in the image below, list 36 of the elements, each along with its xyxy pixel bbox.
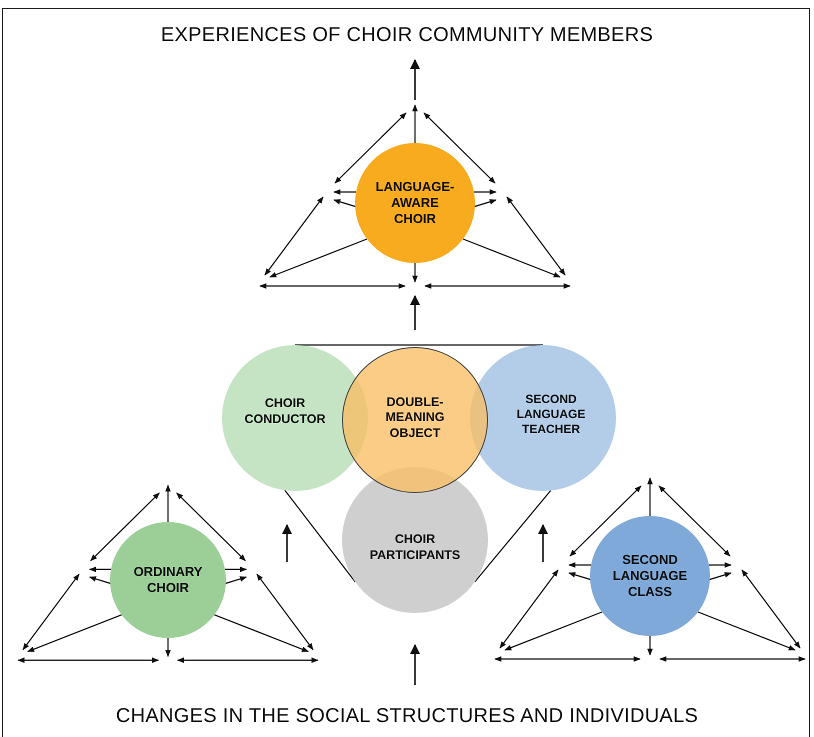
arrow (27, 614, 122, 652)
arrow (412, 263, 418, 283)
arrow (269, 238, 368, 278)
arrow (647, 636, 653, 656)
node-label: ORDINARY CHOIR (132, 564, 204, 596)
arrow (214, 614, 309, 652)
arrow (504, 611, 602, 651)
arrow (333, 199, 358, 208)
arrow (708, 572, 732, 581)
arrow (165, 638, 171, 658)
node-label: SECOND LANGUAGE CLASS (612, 552, 688, 600)
title: EXPERIENCES OF CHOIR COMMUNITY MEMBERS (160, 24, 654, 47)
arrow (647, 477, 653, 516)
arrow (412, 104, 418, 143)
arrow (474, 189, 497, 195)
connector-line (295, 344, 543, 346)
arrow (472, 199, 497, 208)
arrow (89, 566, 111, 572)
arrow (462, 238, 561, 278)
arrow (224, 576, 247, 584)
arrow (89, 576, 112, 584)
arrow (333, 189, 356, 195)
bottom-label: CHANGES IN THE SOCIAL STRUCTURES AND INDIVIDUALS (114, 705, 700, 728)
arrow (709, 562, 732, 568)
node-label: CHOIR PARTICIPANTS (368, 532, 462, 564)
node-label: DOUBLE- MEANING OBJECT (384, 394, 446, 442)
arrow (568, 572, 592, 581)
connector-line (474, 490, 552, 582)
arrow (225, 566, 247, 572)
arrow (568, 562, 591, 568)
arrow (698, 611, 796, 651)
node-label: SECOND LANGUAGE TEACHER (516, 392, 586, 436)
arrow (165, 484, 171, 522)
node-label: CHOIR CONDUCTOR (243, 396, 327, 428)
connector-line (284, 490, 356, 582)
node-label: LANGUAGE- AWARE CHOIR (374, 178, 456, 228)
